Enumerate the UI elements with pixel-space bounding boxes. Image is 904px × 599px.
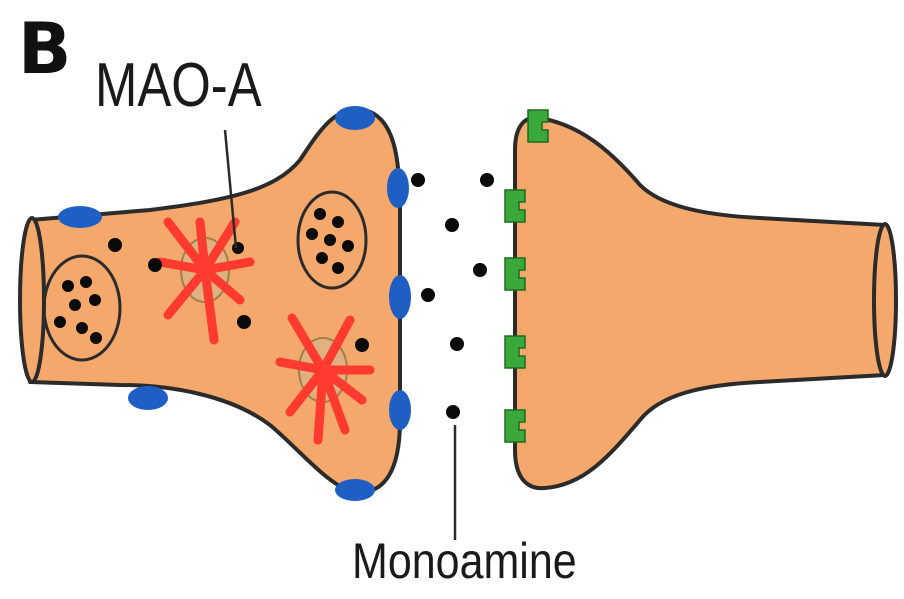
postsynaptic-neuron bbox=[515, 118, 896, 489]
synaptic-cleft-monoamines bbox=[411, 173, 494, 419]
monoamine-label: Monoamine bbox=[352, 536, 577, 586]
panel-label: B bbox=[18, 14, 71, 84]
mao-a-label: MAO-A bbox=[95, 55, 262, 117]
